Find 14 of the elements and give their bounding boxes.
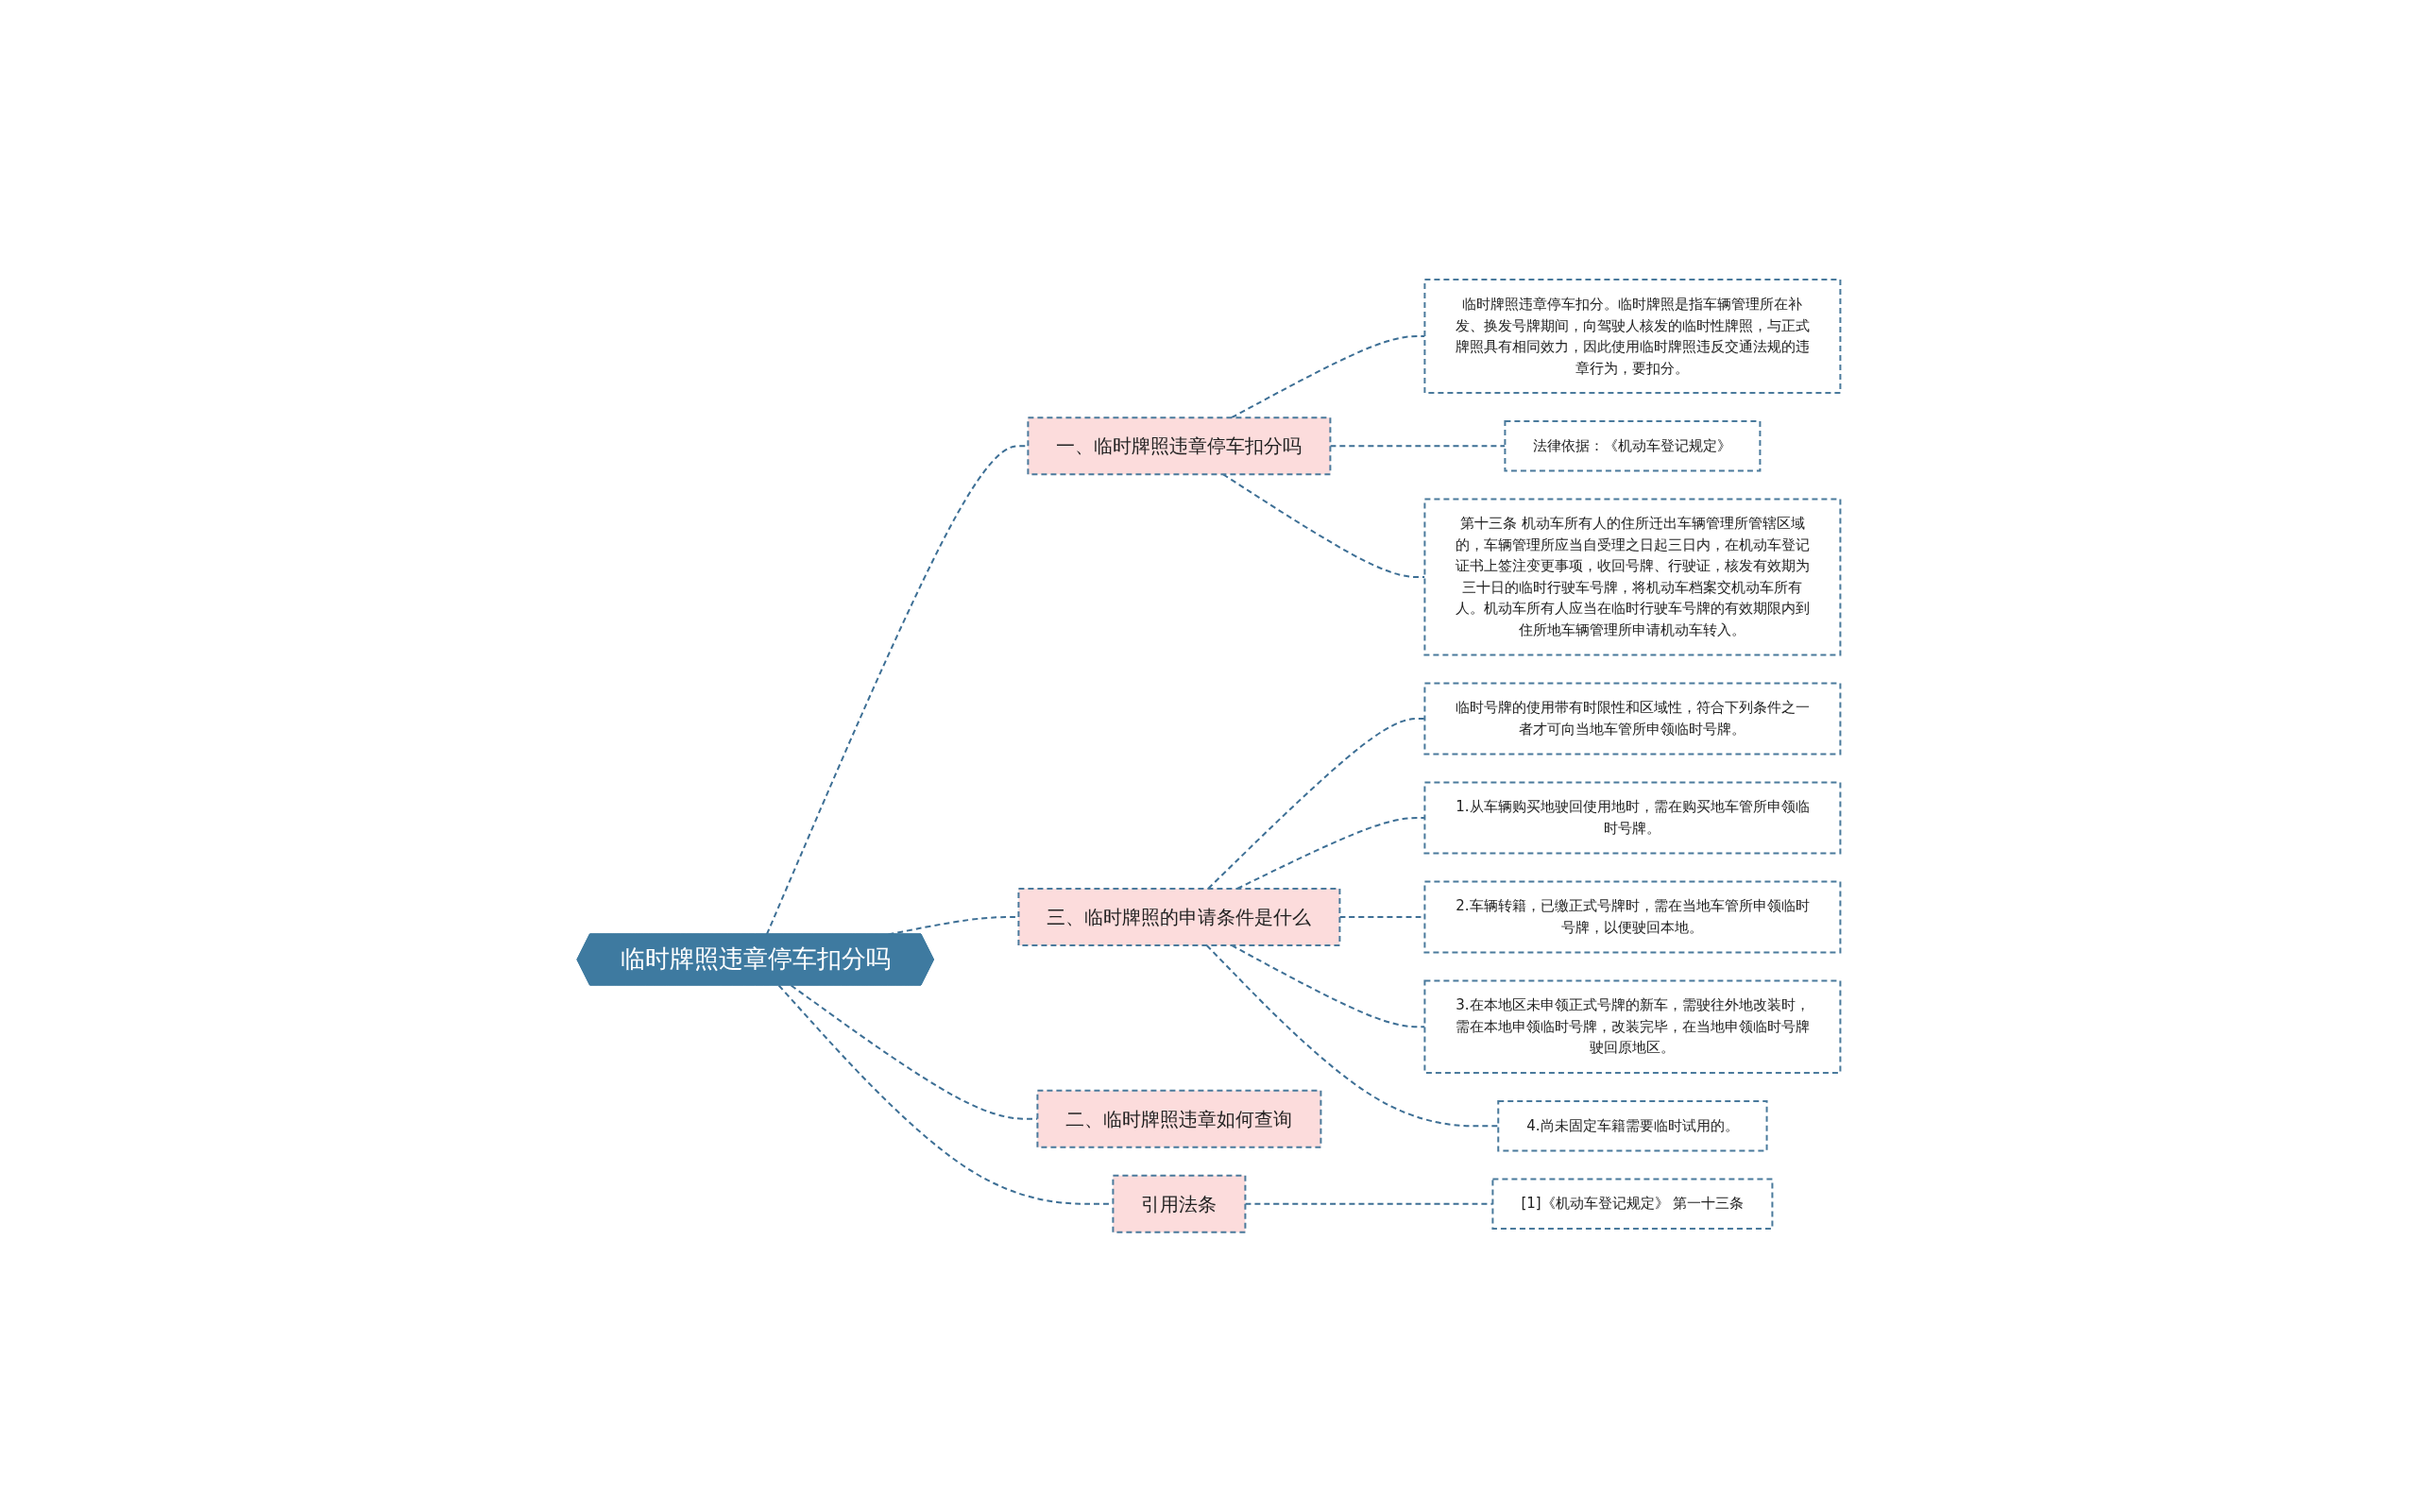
- node-box: [1]《机动车登记规定》 第一十三条: [1491, 1178, 1774, 1231]
- node-box: 一、临时牌照违章停车扣分吗: [1027, 416, 1332, 476]
- node-box: 二、临时牌照违章如何查询: [1036, 1089, 1322, 1148]
- node-box: 三、临时牌照的申请条件是什么: [1017, 888, 1341, 947]
- node-box: 3.在本地区未申领正式号牌的新车，需驶往外地改装时，需在本地申领临时号牌，改装完毕，在当地申领临时号牌驶回原地区。: [1423, 979, 1842, 1075]
- node-box: 2.车辆转籍，已缴正式号牌时，需在当地车管所申领临时号牌，以便驶回本地。: [1423, 880, 1842, 954]
- node-box: 第十三条 机动车所有人的住所迁出车辆管理所管辖区域的，车辆管理所应当自受理之日起三日内，在机动车登记证书上签注变更事项，收回号牌、行驶证，核发有效期为三十日的临时行驶车号牌，将机动车档案交机动车所有人。机动车所有人应当在临时行驶车号牌的有效期限内到住所地车辆管理所申请机动车转入。: [1423, 498, 1842, 656]
- node-box: 引用法条: [1112, 1174, 1247, 1233]
- node-box: 1.从车辆购买地驶回使用地时，需在购买地车管所申领临时号牌。: [1423, 781, 1842, 855]
- node-box: 4.尚未固定车籍需要临时试用的。: [1497, 1100, 1768, 1152]
- connector: [1244, 1202, 1494, 1205]
- node-box: 法律依据：《机动车登记规定》: [1504, 420, 1762, 472]
- node-box: 临时号牌的使用带有时限性和区域性，符合下列条件之一者才可向当地车管所申领临时号牌。: [1423, 682, 1842, 756]
- node-box: 临时牌照违章停车扣分。临时牌照是指车辆管理所在补发、换发号牌期间，向驾驶人核发的临时性牌照，与正式牌照具有相同效力，因此使用临时牌照违反交通法规的违章行为，要扣分。: [1423, 279, 1842, 395]
